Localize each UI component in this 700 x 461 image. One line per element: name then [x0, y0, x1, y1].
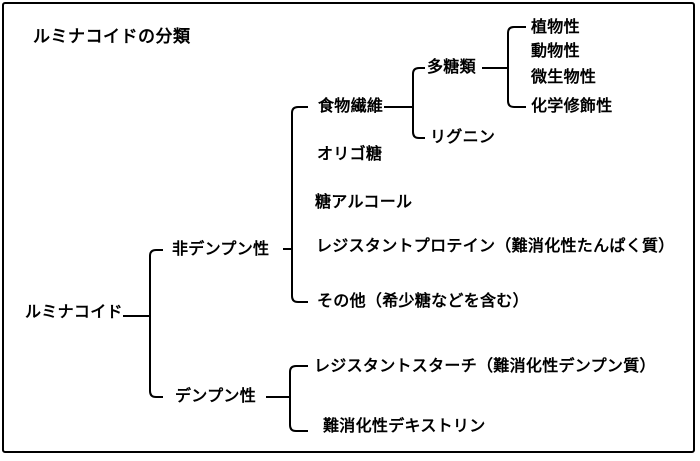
node-resistant-starch: レジスタントスターチ（難消化性デンプン質） [314, 358, 656, 375]
node-indigestible-dextrin: 難消化性デキストリン [323, 418, 486, 435]
node-lignin: リグニン [430, 129, 496, 146]
node-plant: 植物性 [531, 19, 580, 36]
diagram-title: ルミナコイドの分類 [33, 27, 191, 46]
node-resistant-protein: レジスタントプロテイン（難消化性たんぱく質） [316, 238, 675, 255]
bracket-non-starch-children [291, 106, 308, 303]
node-chemically-modified: 化学修飾性 [531, 98, 613, 115]
bracket-level1 [149, 249, 163, 398]
node-animal: 動物性 [531, 43, 580, 60]
node-microbial: 微生物性 [531, 69, 597, 86]
node-non-starch: 非デンプン性 [172, 241, 270, 258]
bracket-polysaccharides-children [507, 26, 526, 108]
node-others: その他（希少糖などを含む） [317, 293, 529, 310]
node-polysaccharides: 多糖類 [427, 59, 476, 76]
node-oligosaccharides: オリゴ糖 [317, 146, 383, 163]
node-sugar-alcohols: 糖アルコール [315, 194, 413, 211]
node-dietary-fiber: 食物繊維 [318, 98, 384, 115]
diagram-border [2, 2, 695, 453]
bracket-starch-children [289, 365, 308, 432]
node-starch: デンプン性 [175, 388, 257, 405]
node-root: ルミナコイド [25, 304, 123, 321]
bracket-dietary-fiber-children [412, 67, 425, 139]
